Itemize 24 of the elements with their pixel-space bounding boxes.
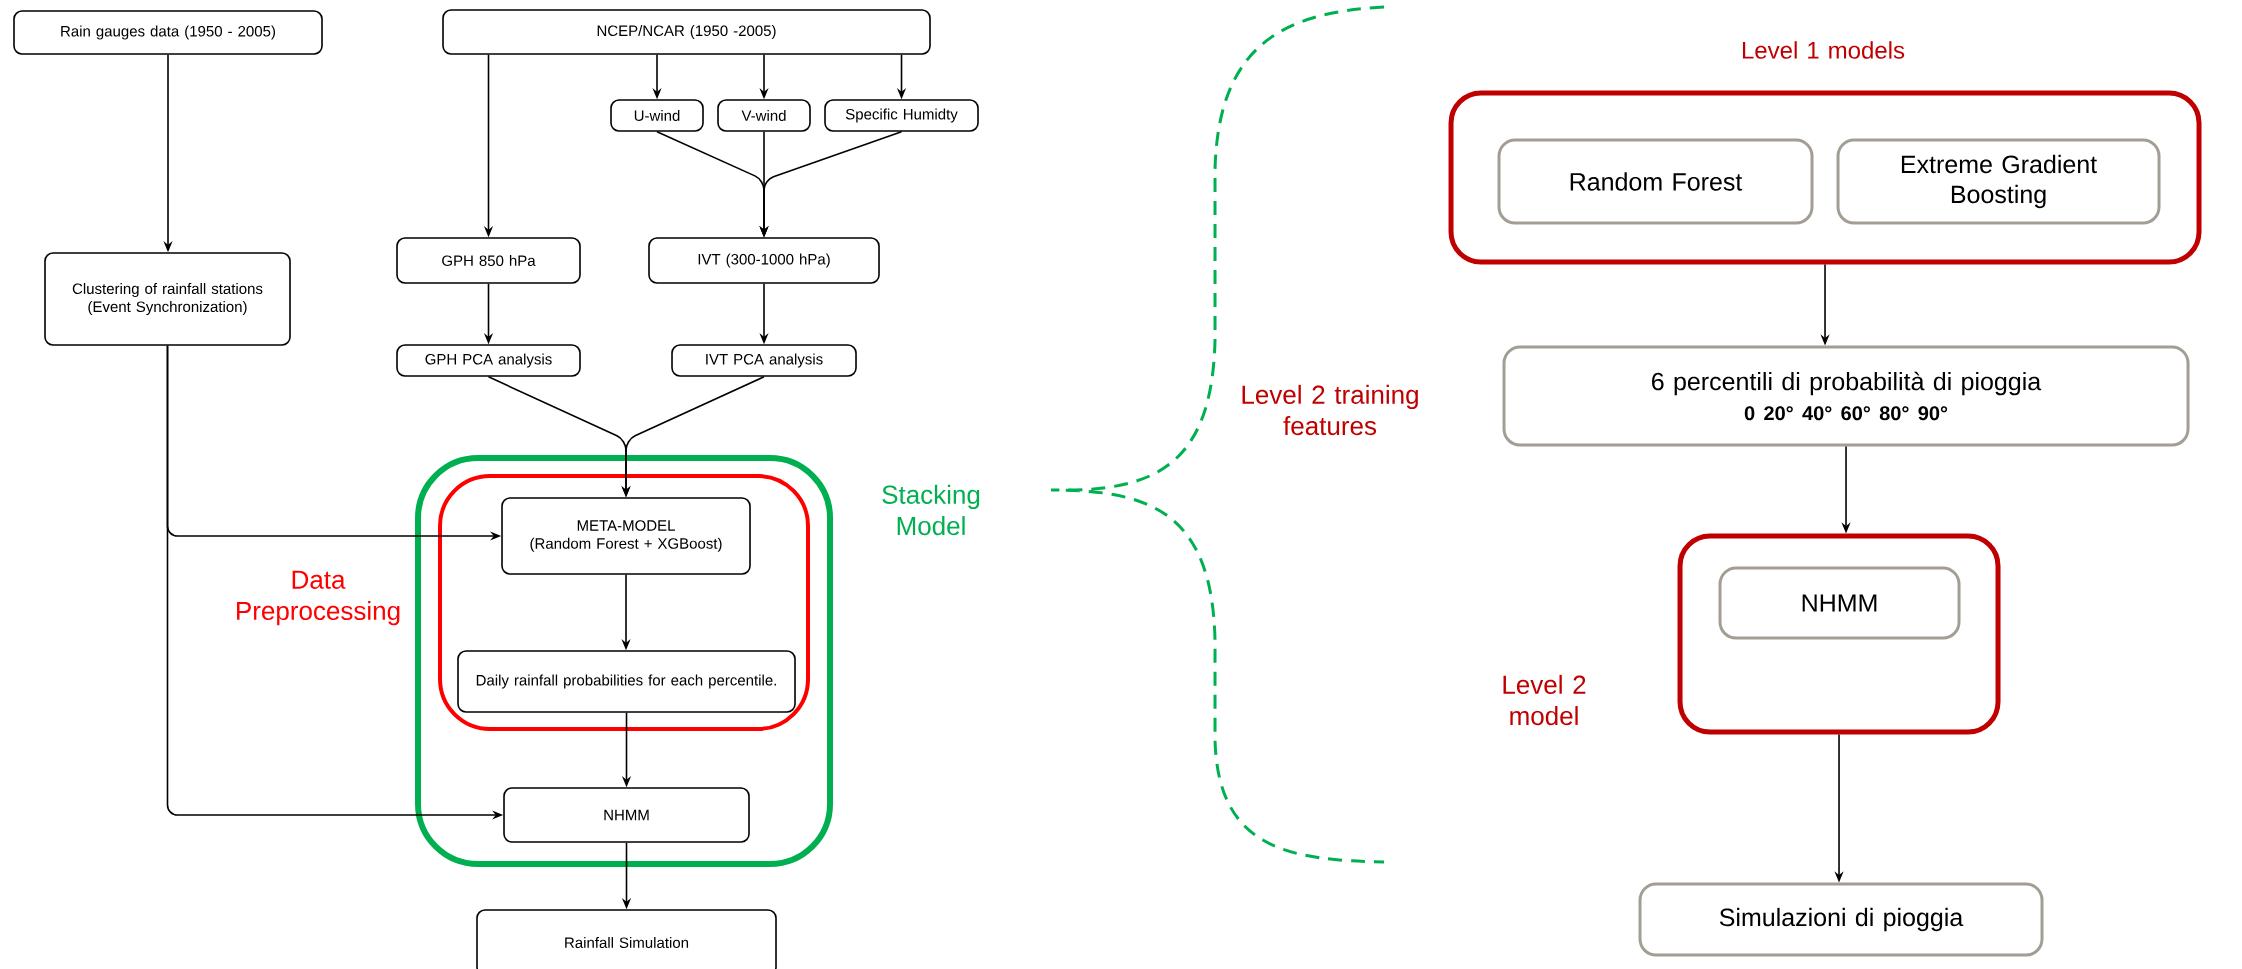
process-box: 6 percentili di probabilità di pioggia 0 20° 40° 60° 80° 90° xyxy=(1502,345,2190,447)
process-box: Simulazioni di pioggia xyxy=(1638,882,2044,957)
process-box: META-MODEL (Random Forest + XGBoost) xyxy=(501,497,751,575)
process-box: Specific Humidty xyxy=(824,99,979,132)
process-box: NCEP/NCAR (1950 -2005) xyxy=(442,9,931,55)
process-box: Extreme Gradient Boosting xyxy=(1836,138,2161,225)
process-box: Daily rainfall probabilities for each percentile. xyxy=(457,650,796,713)
process-box: IVT PCA analysis xyxy=(671,344,857,377)
side-label: Level 2 model xyxy=(1503,674,1586,726)
group-label: Level 1 models xyxy=(1742,41,1905,59)
process-box: GPH 850 hPa xyxy=(396,237,581,284)
group-label: Data Preprocessing xyxy=(237,570,400,626)
process-box: Clustering of rainfall stations (Event Synchronization) xyxy=(44,252,291,346)
process-box: IVT (300-1000 hPa) xyxy=(648,237,880,284)
process-box: Rainfall Simulation xyxy=(476,909,777,969)
process-box: Rain gauges data (1950 - 2005) xyxy=(13,10,323,55)
process-box: U-wind xyxy=(610,99,704,132)
side-label: Level 2 training features xyxy=(1242,384,1418,436)
process-box: NHMM xyxy=(503,787,750,843)
process-box: GPH PCA analysis xyxy=(396,344,581,377)
group-label: Stacking Model xyxy=(882,484,980,536)
process-box: NHMM xyxy=(1718,566,1961,640)
process-box: V-wind xyxy=(717,99,811,132)
process-box: Random Forest xyxy=(1497,138,1814,225)
